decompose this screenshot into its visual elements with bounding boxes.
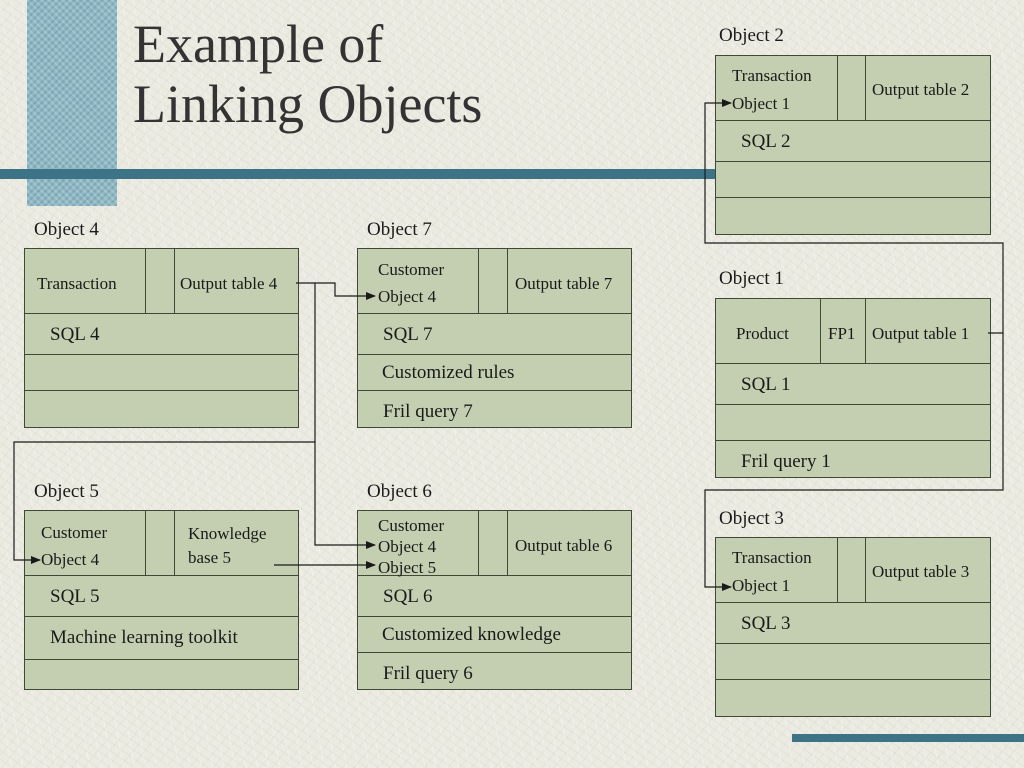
accent-band-top (0, 169, 716, 179)
object-7-row-2: Customized rules (382, 362, 515, 383)
object-5-output-line-2: base 5 (188, 548, 231, 567)
accent-band-bottom (792, 734, 1024, 742)
object-6-row-2: Customized knowledge (382, 624, 561, 645)
object-1-fp: FP1 (828, 324, 856, 343)
object-5-box: Customer Object 4 Knowledge base 5 SQL 5… (24, 510, 299, 690)
object-6-label: Object 6 (367, 481, 432, 502)
object-1-input-1: Product (736, 324, 789, 343)
object-7-output: Output table 7 (515, 274, 613, 293)
object-3-output: Output table 3 (872, 562, 970, 581)
object-7-row-3: Fril query 7 (383, 401, 473, 422)
object-1-row-3: Fril query 1 (741, 451, 831, 472)
title-line-2: Linking Objects (133, 74, 483, 134)
object-6-box: Customer Object 4 Object 5 Output table … (357, 510, 632, 690)
object-6-input-1: Customer (378, 516, 445, 535)
object-5-input-1: Customer (41, 523, 108, 542)
object-7-row-1: SQL 7 (383, 324, 433, 345)
object-4-row-1: SQL 4 (50, 324, 100, 345)
object-4-box: Transaction Output table 4 SQL 4 (24, 248, 299, 428)
object-3-input-1: Transaction (732, 548, 812, 567)
object-2-input-1: Transaction (732, 66, 812, 85)
object-3-row-1: SQL 3 (741, 613, 791, 634)
object-4-input-1: Transaction (37, 274, 117, 293)
object-1-row-1: SQL 1 (741, 374, 791, 395)
object-7-label: Object 7 (367, 219, 432, 240)
object-6-input-2: Object 4 (378, 537, 437, 556)
title-line-1: Example of (133, 14, 384, 74)
object-7-input-2: Object 4 (378, 287, 437, 306)
object-7-box: Customer Object 4 Output table 7 SQL 7 C… (357, 248, 632, 428)
object-2-label: Object 2 (719, 25, 784, 46)
object-5-row-1: SQL 5 (50, 586, 100, 607)
object-5-label: Object 5 (34, 481, 99, 502)
object-3-box: Transaction Object 1 Output table 3 SQL … (715, 537, 991, 717)
object-2-input-2: Object 1 (732, 94, 791, 113)
object-2-output: Output table 2 (872, 80, 970, 99)
object-5-input-2: Object 4 (41, 550, 100, 569)
object-5-output-line-1: Knowledge (188, 524, 267, 543)
object-1-label: Object 1 (719, 268, 784, 289)
object-3-label: Object 3 (719, 508, 784, 529)
object-2-row-1: SQL 2 (741, 131, 791, 152)
object-4-output: Output table 4 (180, 274, 278, 293)
object-5-row-2: Machine learning toolkit (50, 627, 238, 648)
object-7-input-1: Customer (378, 260, 445, 279)
object-6-row-1: SQL 6 (383, 586, 433, 607)
object-6-output: Output table 6 (515, 536, 613, 555)
object-3-input-2: Object 1 (732, 576, 791, 595)
object-1-output: Output table 1 (872, 324, 970, 343)
object-4-label: Object 4 (34, 219, 99, 240)
object-6-row-3: Fril query 6 (383, 663, 473, 684)
object-6-input-3: Object 5 (378, 558, 437, 577)
object-2-box: Transaction Object 1 Output table 2 SQL … (715, 55, 991, 235)
object-1-box: Product FP1 Output table 1 SQL 1 Fril qu… (715, 298, 991, 478)
page-title: Example of Linking Objects (133, 14, 482, 134)
